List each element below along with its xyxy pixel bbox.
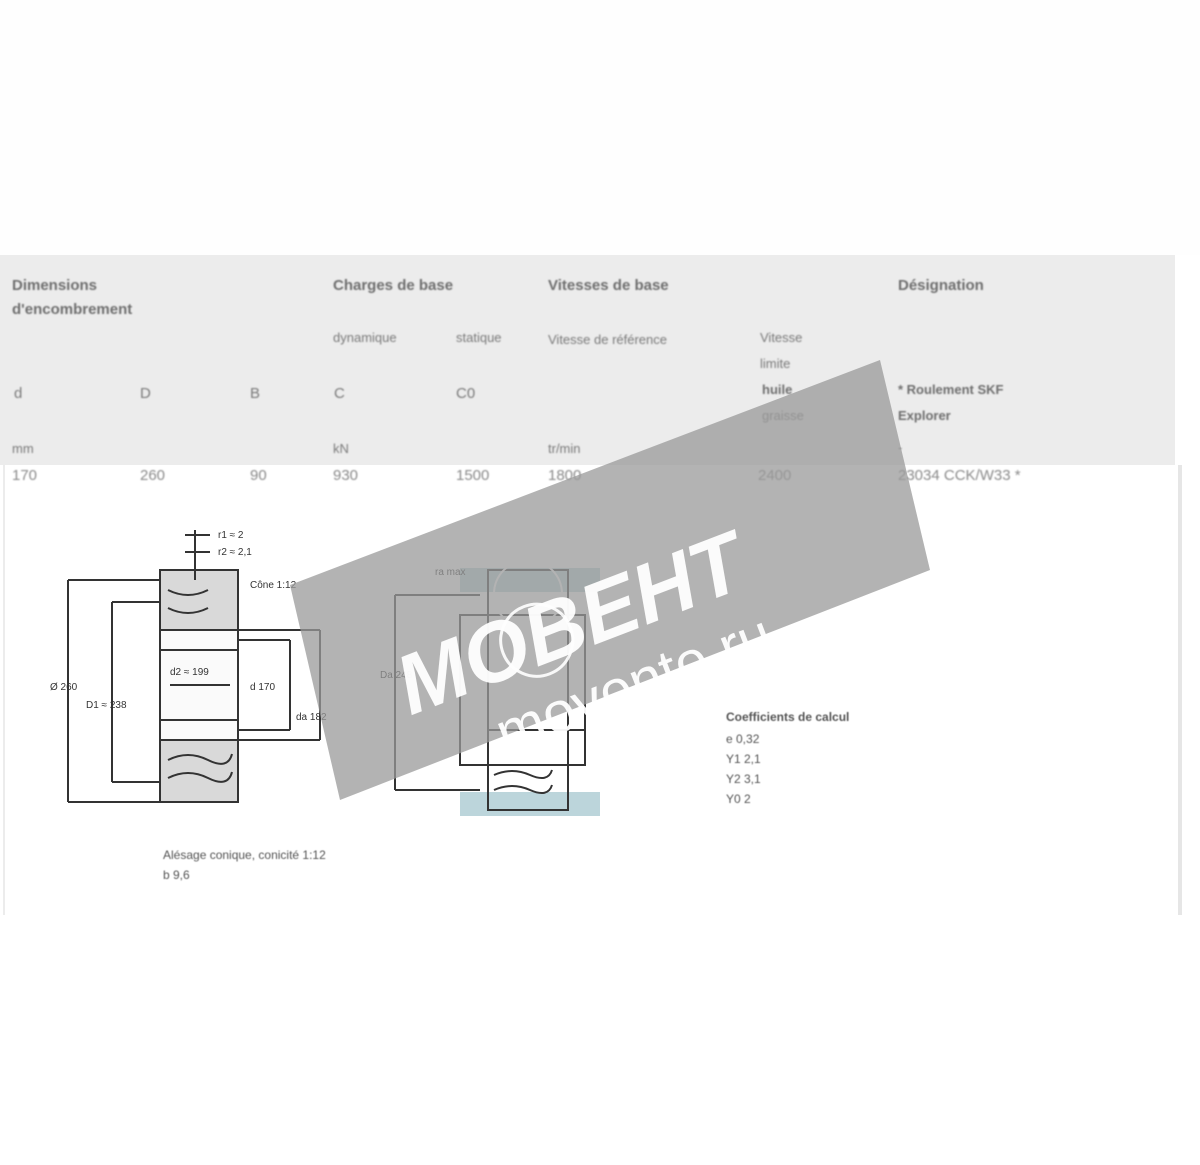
col-d: d (14, 385, 23, 402)
blank-top-area (0, 0, 1200, 255)
left-border (3, 465, 5, 915)
label-Da: Da 248 (380, 670, 413, 681)
label-D1: D1 ≈ 238 (86, 700, 127, 711)
designation-note-2: Explorer (898, 408, 951, 423)
col-B: B (250, 385, 261, 402)
col-C0: C0 (456, 385, 476, 402)
value-speed-limit: 2400 (758, 467, 792, 484)
designation-title: Désignation (898, 277, 984, 294)
designation-dash: - (898, 440, 903, 455)
unit-mm: mm (12, 441, 34, 456)
mounting-drawing: ra max Da 248 (380, 559, 600, 816)
speeds-title: Vitesses de base (548, 277, 669, 294)
right-border (1178, 465, 1182, 915)
label-cone: Cône 1:12 (250, 580, 297, 591)
label-r2: r2 ≈ 2,1 (218, 547, 252, 558)
label-D: Ø 260 (50, 682, 78, 693)
speed-limit-label-2: limite (760, 356, 791, 371)
value-designation[interactable]: 23034 CCK/W33 * (898, 467, 1021, 484)
label-d2: d2 ≈ 199 (170, 667, 209, 678)
value-speed-reference: 1800 (548, 467, 582, 484)
speed-limit-label-4: graisse (762, 408, 804, 423)
coefficient-y1: Y1 2,1 (726, 752, 761, 766)
speed-limit-label-3: huile (762, 382, 793, 397)
loads-dynamic-label: dynamique (333, 330, 397, 345)
bearing-section-drawing: r1 ≈ 2 r2 ≈ 2,1 Cône 1:12 Ø 260 D1 ≈ 238… (50, 530, 327, 803)
label-d: d 170 (250, 682, 275, 693)
speed-limit-label-1: Vitesse (760, 330, 803, 345)
loads-static-label: statique (456, 330, 502, 345)
value-C0: 1500 (456, 467, 490, 484)
unit-kn: kN (333, 441, 349, 456)
col-D: D (140, 385, 151, 402)
value-C: 930 (333, 467, 359, 484)
col-C: C (334, 385, 345, 402)
label-r1: r1 ≈ 2 (218, 530, 244, 541)
coefficient-e: e 0,32 (726, 732, 760, 746)
loads-title: Charges de base (333, 277, 454, 294)
label-da: da 182 (296, 712, 327, 723)
value-D: 260 (140, 467, 166, 484)
unit-speed: tr/min (548, 441, 581, 456)
designation-note-1: * Roulement SKF (898, 382, 1004, 397)
drawing-caption-2: b 9,6 (163, 868, 190, 882)
drawing-caption-1: Alésage conique, conicité 1:12 (163, 848, 326, 862)
value-d: 170 (12, 467, 38, 484)
coefficient-y2: Y2 3,1 (726, 772, 761, 786)
label-ra: ra max (435, 567, 466, 578)
speed-reference-label: Vitesse de référence (548, 332, 667, 347)
coefficients-title: Coefficients de calcul (726, 710, 850, 724)
coefficient-y0: Y0 2 (726, 792, 751, 806)
dimensions-title: Dimensions (12, 277, 98, 294)
value-B: 90 (250, 467, 267, 484)
dimensions-subtitle: d'encombrement (12, 301, 133, 318)
